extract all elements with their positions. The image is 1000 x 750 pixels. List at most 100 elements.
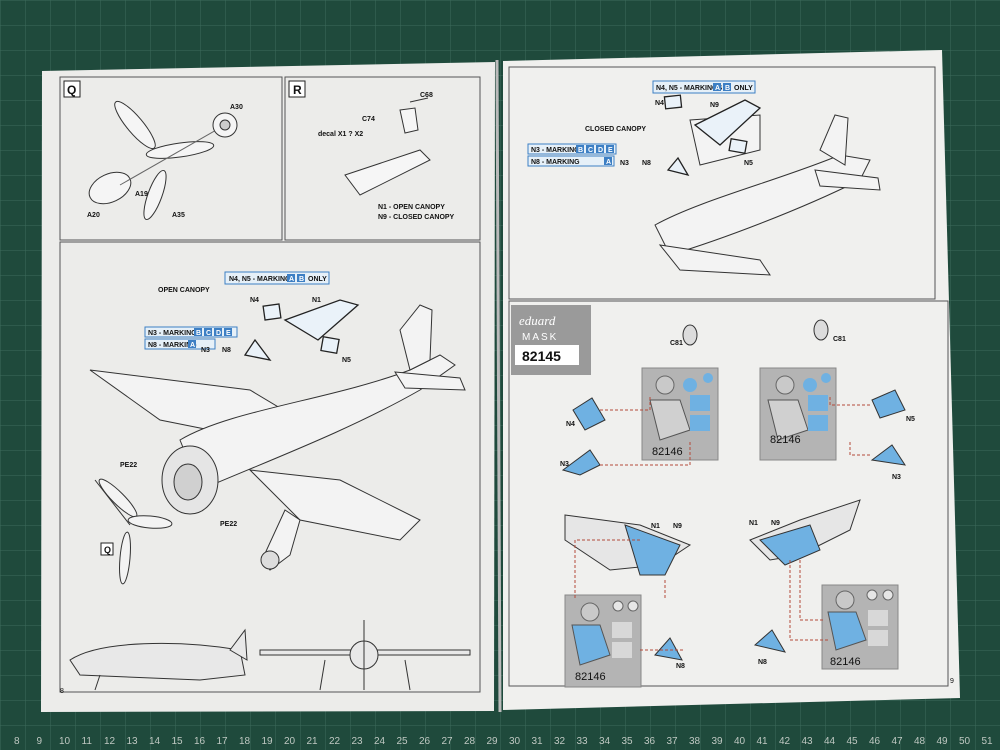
only-label-right: ONLY: [734, 85, 753, 92]
mask-parts-blue: [561, 389, 907, 476]
svg-text:B: B: [578, 147, 583, 154]
marking-b-letter-right: B: [725, 85, 730, 92]
n8-mask-left-label: N8: [676, 663, 685, 670]
marking-b-chip-right: [723, 83, 731, 91]
svg-text:82146: 82146: [652, 446, 683, 458]
mask-parts-blue-bottom: [654, 629, 787, 661]
svg-text:C: C: [588, 147, 593, 154]
n8-mask-right-label: N8: [758, 659, 767, 666]
marking-b-chip: [297, 274, 305, 282]
right-page-number: 9: [950, 678, 954, 685]
n3-mask-left-label: N3: [560, 461, 569, 468]
callout-markings-bcde: [144, 326, 238, 338]
mask-logo-word: MASK: [522, 332, 558, 343]
ruler-number: 24: [374, 736, 386, 747]
callout-markings-bcde-text: N3 - MARKINGS: [148, 330, 202, 337]
step-q-panel: [59, 76, 283, 241]
ruler-number: 46: [869, 736, 881, 747]
ruler-number: 47: [892, 736, 904, 747]
mask-n5-label-right: N5: [744, 160, 753, 167]
part-label-c68: C68: [420, 92, 433, 99]
step-r-panel: [284, 76, 481, 241]
right-bottom-panel: [508, 300, 949, 687]
svg-text:D: D: [598, 147, 603, 154]
canopy-mask-right: [749, 499, 861, 566]
callout-markings-ab-text: N4, N5 - MARKINGS: [229, 276, 295, 283]
callout-marking-a-right: [527, 155, 615, 167]
ruler-number: 13: [127, 736, 139, 747]
ruler-number: 10: [59, 736, 71, 747]
ruler-number: 21: [307, 736, 319, 747]
mask-code: 82145: [522, 348, 561, 364]
ruler-number: 45: [847, 736, 859, 747]
ruler-number: 43: [802, 736, 814, 747]
ruler-number: 9: [37, 736, 43, 747]
callout-marking-a: [144, 338, 216, 350]
ruler-number: 22: [329, 736, 341, 747]
mask-sheet-top-right: 82146: [759, 367, 837, 461]
n8-label-left: N8: [222, 347, 231, 354]
ruler-number: 31: [532, 736, 544, 747]
marking-a-chip-2: [188, 340, 196, 348]
marking-a-chip-right-2: [604, 157, 612, 165]
q-reference-badge: [100, 542, 114, 556]
ruler-number: 25: [397, 736, 409, 747]
ruler-number: 29: [487, 736, 499, 747]
left-page-number: 8: [60, 688, 64, 695]
mask-sheet-bottom-left: 82146: [564, 594, 642, 688]
callout-markings-ab-right-text: N4, N5 - MARKINGS: [656, 85, 722, 92]
ruler-number: 49: [937, 736, 949, 747]
ruler-number: 16: [194, 736, 206, 747]
canopy-option-n9: N9 - CLOSED CANOPY: [378, 214, 455, 221]
left-page: [41, 62, 495, 712]
open-canopy-label: OPEN CANOPY: [158, 287, 210, 294]
ruler-number: 42: [779, 736, 791, 747]
ruler-number: 26: [419, 736, 431, 747]
ruler-number: 51: [982, 736, 994, 747]
marking-a-letter: A: [289, 276, 294, 283]
ruler-number: 40: [734, 736, 746, 747]
part-label-c74: C74: [362, 116, 375, 123]
marking-a-letter-right: A: [715, 85, 720, 92]
ruler-number: 17: [217, 736, 229, 747]
ruler-number: 20: [284, 736, 296, 747]
svg-text:B: B: [196, 330, 201, 337]
mask-n4-label: N4: [250, 297, 259, 304]
ruler-number: 14: [149, 736, 161, 747]
marking-a-letter-2: A: [190, 342, 195, 349]
mask-sheet-bottom-right: 82146: [821, 584, 899, 670]
step-q-drawing: [88, 100, 238, 221]
ruler-number: 8: [14, 736, 20, 747]
ruler-number: 33: [577, 736, 589, 747]
svg-text:C: C: [206, 330, 211, 337]
n9-mask-right-label: N9: [771, 520, 780, 527]
step-r-badge: [288, 80, 306, 98]
callout-marking-a-text: N8 - MARKING: [148, 342, 197, 349]
ruler-number: 48: [914, 736, 926, 747]
n3-mask-right-label: N3: [892, 474, 901, 481]
pe22-bottom-label: PE22: [220, 521, 237, 528]
side-profile-view: [69, 628, 248, 691]
mask-n4-label-right: N4: [655, 100, 664, 107]
ruler-number: 35: [622, 736, 634, 747]
n5-mask-label: N5: [906, 416, 915, 423]
mask-n1-label: N1: [312, 297, 321, 304]
ruler-number: 32: [554, 736, 566, 747]
ruler-number: 44: [824, 736, 836, 747]
ruler-number: 12: [104, 736, 116, 747]
ruler-number: 37: [667, 736, 679, 747]
part-label-a20: A20: [87, 212, 100, 219]
ruler-number: 18: [239, 736, 251, 747]
svg-text:E: E: [608, 147, 613, 154]
ruler-number: 39: [712, 736, 724, 747]
part-label-a30: A30: [230, 104, 243, 111]
step-q-letter: Q: [67, 83, 76, 97]
step-r-canopy-drawing: [344, 97, 431, 196]
marking-a-letter-right-2: A: [606, 159, 611, 166]
mask-code-box: [515, 345, 579, 365]
svg-text:82146: 82146: [830, 656, 861, 668]
mask-sheet-top-left: 82146: [641, 367, 719, 461]
canopy-option-n1: N1 - OPEN CANOPY: [378, 204, 445, 211]
n1-mask-left-label: N1: [651, 523, 660, 530]
